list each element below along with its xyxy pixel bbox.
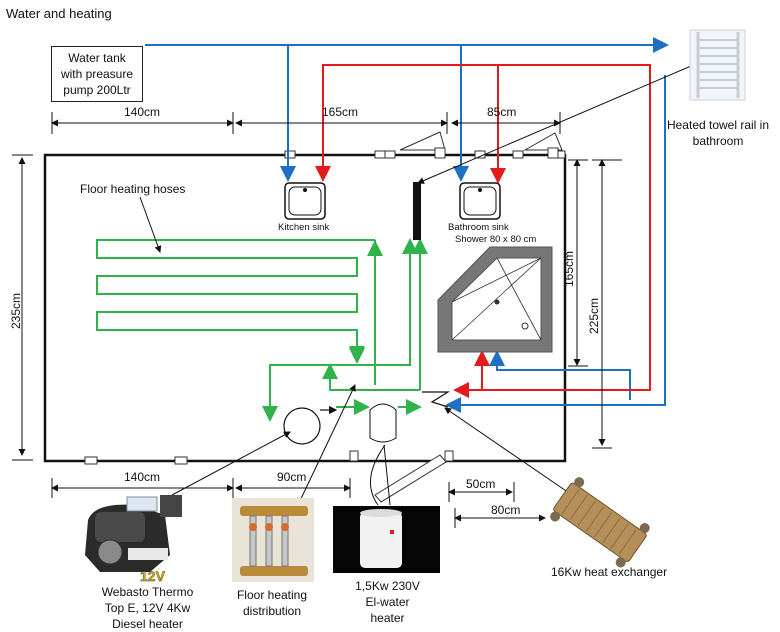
window-top	[284, 150, 566, 159]
floor-distribution-image	[232, 498, 314, 582]
wall-heater-bar	[413, 182, 421, 240]
el-heater-symbol	[369, 403, 397, 443]
towel-rail-line1: Heated towel rail in	[666, 118, 770, 132]
cold-return	[445, 75, 666, 413]
room-outline	[43, 153, 567, 463]
el-heater-line3: heater	[370, 611, 405, 625]
dim-80: 80cm	[491, 503, 521, 517]
floor-hoses-label: Floor heating hoses	[80, 182, 186, 196]
shower-label: Shower 80 x 80 cm	[455, 234, 537, 245]
heat-exchanger-symbol	[422, 391, 451, 408]
dim-225: 225cm	[587, 297, 601, 334]
dim-165-right: 165cm	[562, 250, 576, 287]
window-bottom	[84, 450, 454, 465]
cold-shower-arrow	[489, 350, 630, 371]
dim-90: 90cm	[277, 470, 307, 484]
shower-tray	[437, 246, 553, 353]
dim-50: 50cm	[466, 477, 496, 491]
webasto-line3: Diesel heater	[112, 617, 183, 631]
heat-exchanger-image	[550, 477, 650, 568]
towel-rail-label: Heated towel rail in bathroom	[658, 117, 778, 149]
el-heater-line2: El-water	[365, 595, 410, 609]
kitchen-sink-symbol	[284, 182, 326, 220]
webasto-line2: Top E, 12V 4Kw	[104, 601, 191, 615]
webasto-line1: Webasto Thermo	[101, 585, 194, 599]
roof-vent	[399, 131, 563, 159]
exhaust-pipe	[374, 454, 447, 503]
towel-rail-image	[689, 29, 746, 101]
dim-140-top: 140cm	[124, 105, 161, 119]
el-heater-line1: 1,5Kw 230V	[355, 579, 420, 593]
floor-dist-caption: Floor heating distribution	[222, 587, 322, 619]
circulation-pump	[283, 407, 321, 445]
webasto-caption: Webasto Thermo Top E, 12V 4Kw Diesel hea…	[70, 584, 225, 632]
el-heater-caption: 1,5Kw 230V El-water heater	[335, 578, 440, 626]
webasto-badge: 12V	[140, 568, 166, 584]
towel-rail-line2: bathroom	[692, 134, 744, 148]
water-tank-line1: Water tank	[68, 51, 126, 65]
cold-shower	[497, 369, 631, 400]
heat-exchanger-caption: 16Kw heat exchanger	[551, 565, 668, 579]
dim-140-bottom: 140cm	[124, 470, 161, 484]
bathroom-sink-label: Bathroom sink	[448, 222, 509, 233]
webasto-heater-image: 12V	[85, 495, 182, 584]
floor-hose-loop	[96, 239, 375, 364]
floor-dist-line2: distribution	[242, 604, 302, 618]
bathroom-sink-symbol	[459, 182, 501, 220]
kitchen-sink-label: Kitchen sink	[278, 222, 330, 233]
floor-dist-line1: Floor heating	[236, 588, 308, 602]
green-mid	[322, 363, 420, 391]
el-water-heater-image	[333, 506, 440, 573]
dimension-lines	[12, 112, 622, 528]
water-tank-box: Water tank with preasure pump 200Ltr	[51, 46, 143, 102]
water-tank-line2: with preasure	[60, 67, 134, 81]
page-title: Water and heating	[6, 6, 112, 21]
hot-main	[322, 64, 651, 398]
dim-235: 235cm	[9, 292, 23, 329]
dim-85-top: 85cm	[487, 105, 517, 119]
dim-165-top: 165cm	[322, 105, 359, 119]
leader-lines	[139, 59, 706, 506]
water-tank-line3: pump 200Ltr	[63, 83, 131, 97]
